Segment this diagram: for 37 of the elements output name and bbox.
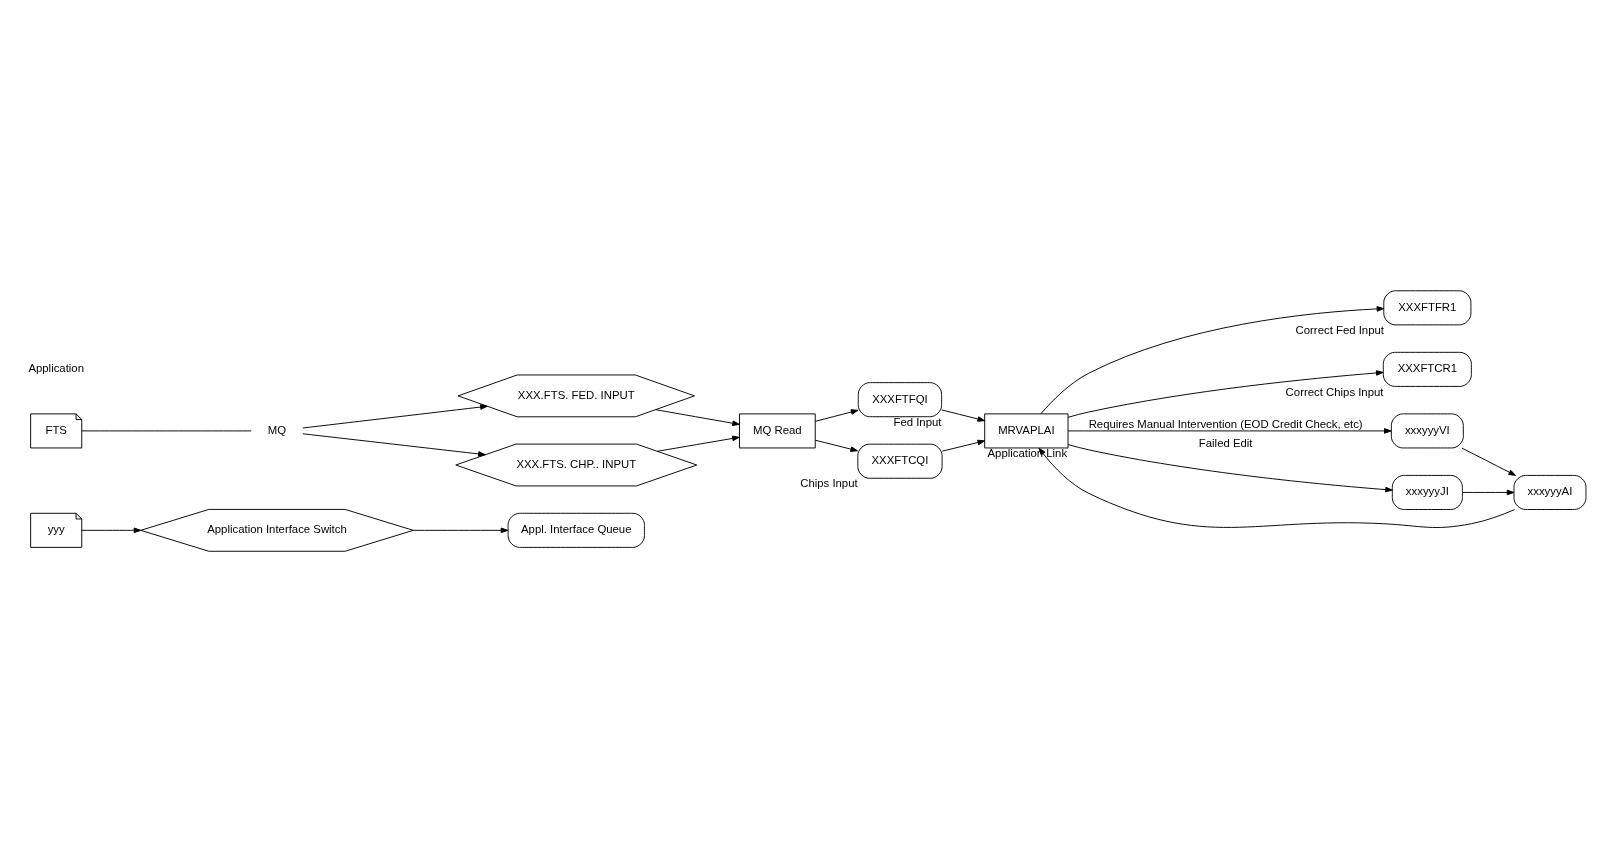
node-box: XXXFTFQI <box>857 381 943 417</box>
connector <box>81 429 252 431</box>
arrow <box>1038 447 1516 528</box>
node-label: Correct Chips Input <box>1285 385 1384 398</box>
arrow <box>1067 427 1392 434</box>
node-label: Fed Input <box>893 415 942 428</box>
arrow <box>302 432 486 457</box>
label: Application <box>28 361 84 374</box>
arrow <box>1067 369 1384 418</box>
node-text: MQ <box>267 423 287 436</box>
node-label: Correct Fed Input <box>1295 323 1384 336</box>
arrow <box>655 408 740 426</box>
arrow <box>1067 443 1393 492</box>
arrow <box>1040 305 1385 414</box>
node-label: Chips Input <box>800 476 858 489</box>
arrow <box>412 527 509 533</box>
arrow <box>1461 447 1517 476</box>
arrow <box>815 408 859 422</box>
node-box: xxxyyyAI <box>1513 474 1587 510</box>
arrow <box>941 408 986 422</box>
edge-label: Failed Edit <box>1198 436 1253 449</box>
node-box: XXXFTCR1 <box>1382 351 1472 387</box>
node-label: Application Link <box>987 446 1068 459</box>
arrow <box>656 435 740 452</box>
node-box: XXXFTFR1 <box>1383 289 1472 325</box>
node-box: MQ Read <box>739 412 816 448</box>
node-box: xxxyyyJI <box>1391 474 1463 510</box>
arrow <box>815 439 858 452</box>
arrow <box>81 527 142 533</box>
node-box: XXXFTCQI <box>857 443 943 479</box>
arrow <box>1462 489 1515 495</box>
node-box: MRVAPLAI <box>984 412 1069 448</box>
edge-label: Requires Manual Intervention (EOD Credit Check, etc) <box>1088 417 1363 430</box>
arrow <box>302 403 488 428</box>
node-box: Appl. Interface Queue <box>507 512 645 548</box>
node-box: xxxyyyVI <box>1390 412 1464 448</box>
arrow <box>941 439 986 452</box>
